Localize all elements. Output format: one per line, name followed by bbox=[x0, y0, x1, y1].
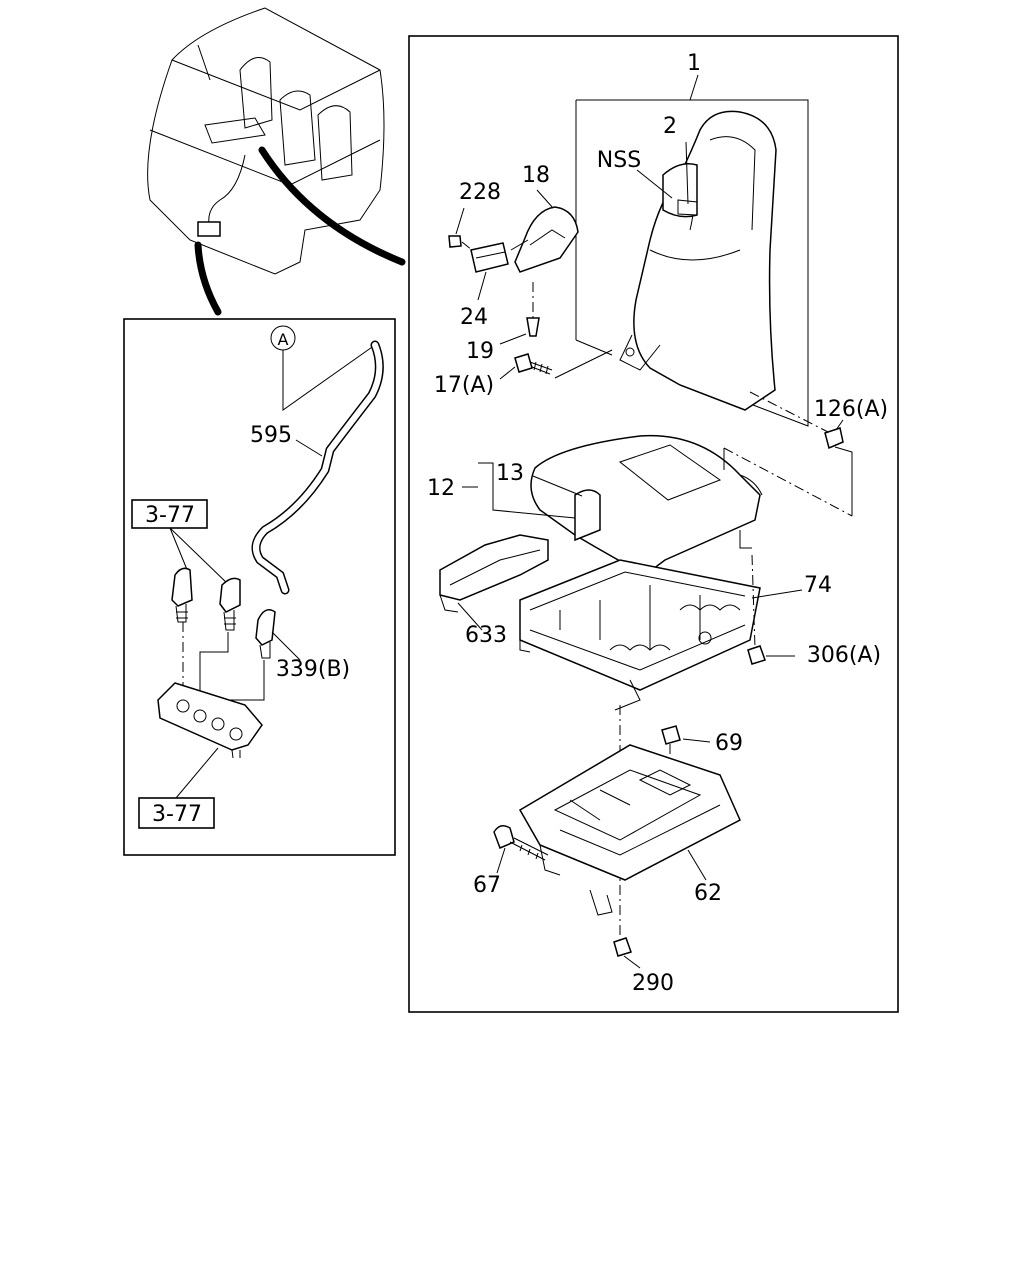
ref-377-top-label: 3-77 bbox=[145, 503, 195, 528]
callout-74: 74 bbox=[804, 573, 832, 598]
callout-595: 595 bbox=[250, 423, 292, 448]
callout-228: 228 bbox=[459, 180, 501, 205]
fitting-right bbox=[255, 609, 276, 659]
fitting-middle bbox=[219, 577, 241, 631]
callout-24: 24 bbox=[460, 305, 488, 330]
part-62-seat-base bbox=[518, 744, 741, 916]
callout-126a: 126(A) bbox=[814, 397, 888, 422]
callout-339b: 339(B) bbox=[276, 657, 350, 682]
part-228-screw bbox=[448, 235, 462, 248]
callout-306a: 306(A) bbox=[807, 643, 881, 668]
callout-2: 2 bbox=[663, 114, 677, 139]
seat-cushion bbox=[530, 434, 763, 576]
ref-box-bottom bbox=[138, 797, 215, 829]
cab-overview-illustration bbox=[147, 7, 406, 316]
callout-633: 633 bbox=[465, 623, 507, 648]
part-290-nut bbox=[613, 937, 632, 957]
part-19-clip bbox=[526, 282, 540, 337]
detail-frame bbox=[123, 318, 396, 856]
part-24-knob bbox=[470, 242, 509, 273]
part-69-nut bbox=[661, 725, 681, 745]
ref-a-letter: A bbox=[278, 330, 289, 349]
main-parts-frame bbox=[408, 35, 899, 1013]
seat-slide-frame bbox=[519, 559, 761, 711]
part-126-nut bbox=[824, 427, 844, 450]
hose-595 bbox=[251, 340, 384, 595]
callout-62: 62 bbox=[694, 881, 722, 906]
callout-17a: 17(A) bbox=[434, 373, 494, 398]
callout-19: 19 bbox=[466, 339, 494, 364]
callout-18: 18 bbox=[522, 163, 550, 188]
ref-box-top bbox=[131, 499, 208, 529]
seat-heater-plate bbox=[157, 682, 263, 759]
nss-band bbox=[662, 163, 698, 218]
callout-1: 1 bbox=[687, 51, 701, 76]
callout-69: 69 bbox=[715, 731, 743, 756]
callout-67: 67 bbox=[473, 873, 501, 898]
seat-back bbox=[619, 110, 777, 411]
ref-377-bottom-label: 3-77 bbox=[152, 802, 202, 827]
fitting-left bbox=[171, 567, 193, 623]
part-67-bolt bbox=[493, 825, 549, 861]
part-18-cover bbox=[514, 206, 579, 273]
callout-13: 13 bbox=[496, 461, 524, 486]
part-17-bolt bbox=[514, 353, 553, 375]
callout-nss: NSS bbox=[597, 148, 641, 173]
callout-12: 12 bbox=[427, 476, 455, 501]
seat-back-group-box bbox=[575, 99, 809, 427]
part-306-nut bbox=[747, 645, 766, 665]
part-633-side-cover bbox=[439, 534, 549, 613]
callout-290: 290 bbox=[632, 971, 674, 996]
